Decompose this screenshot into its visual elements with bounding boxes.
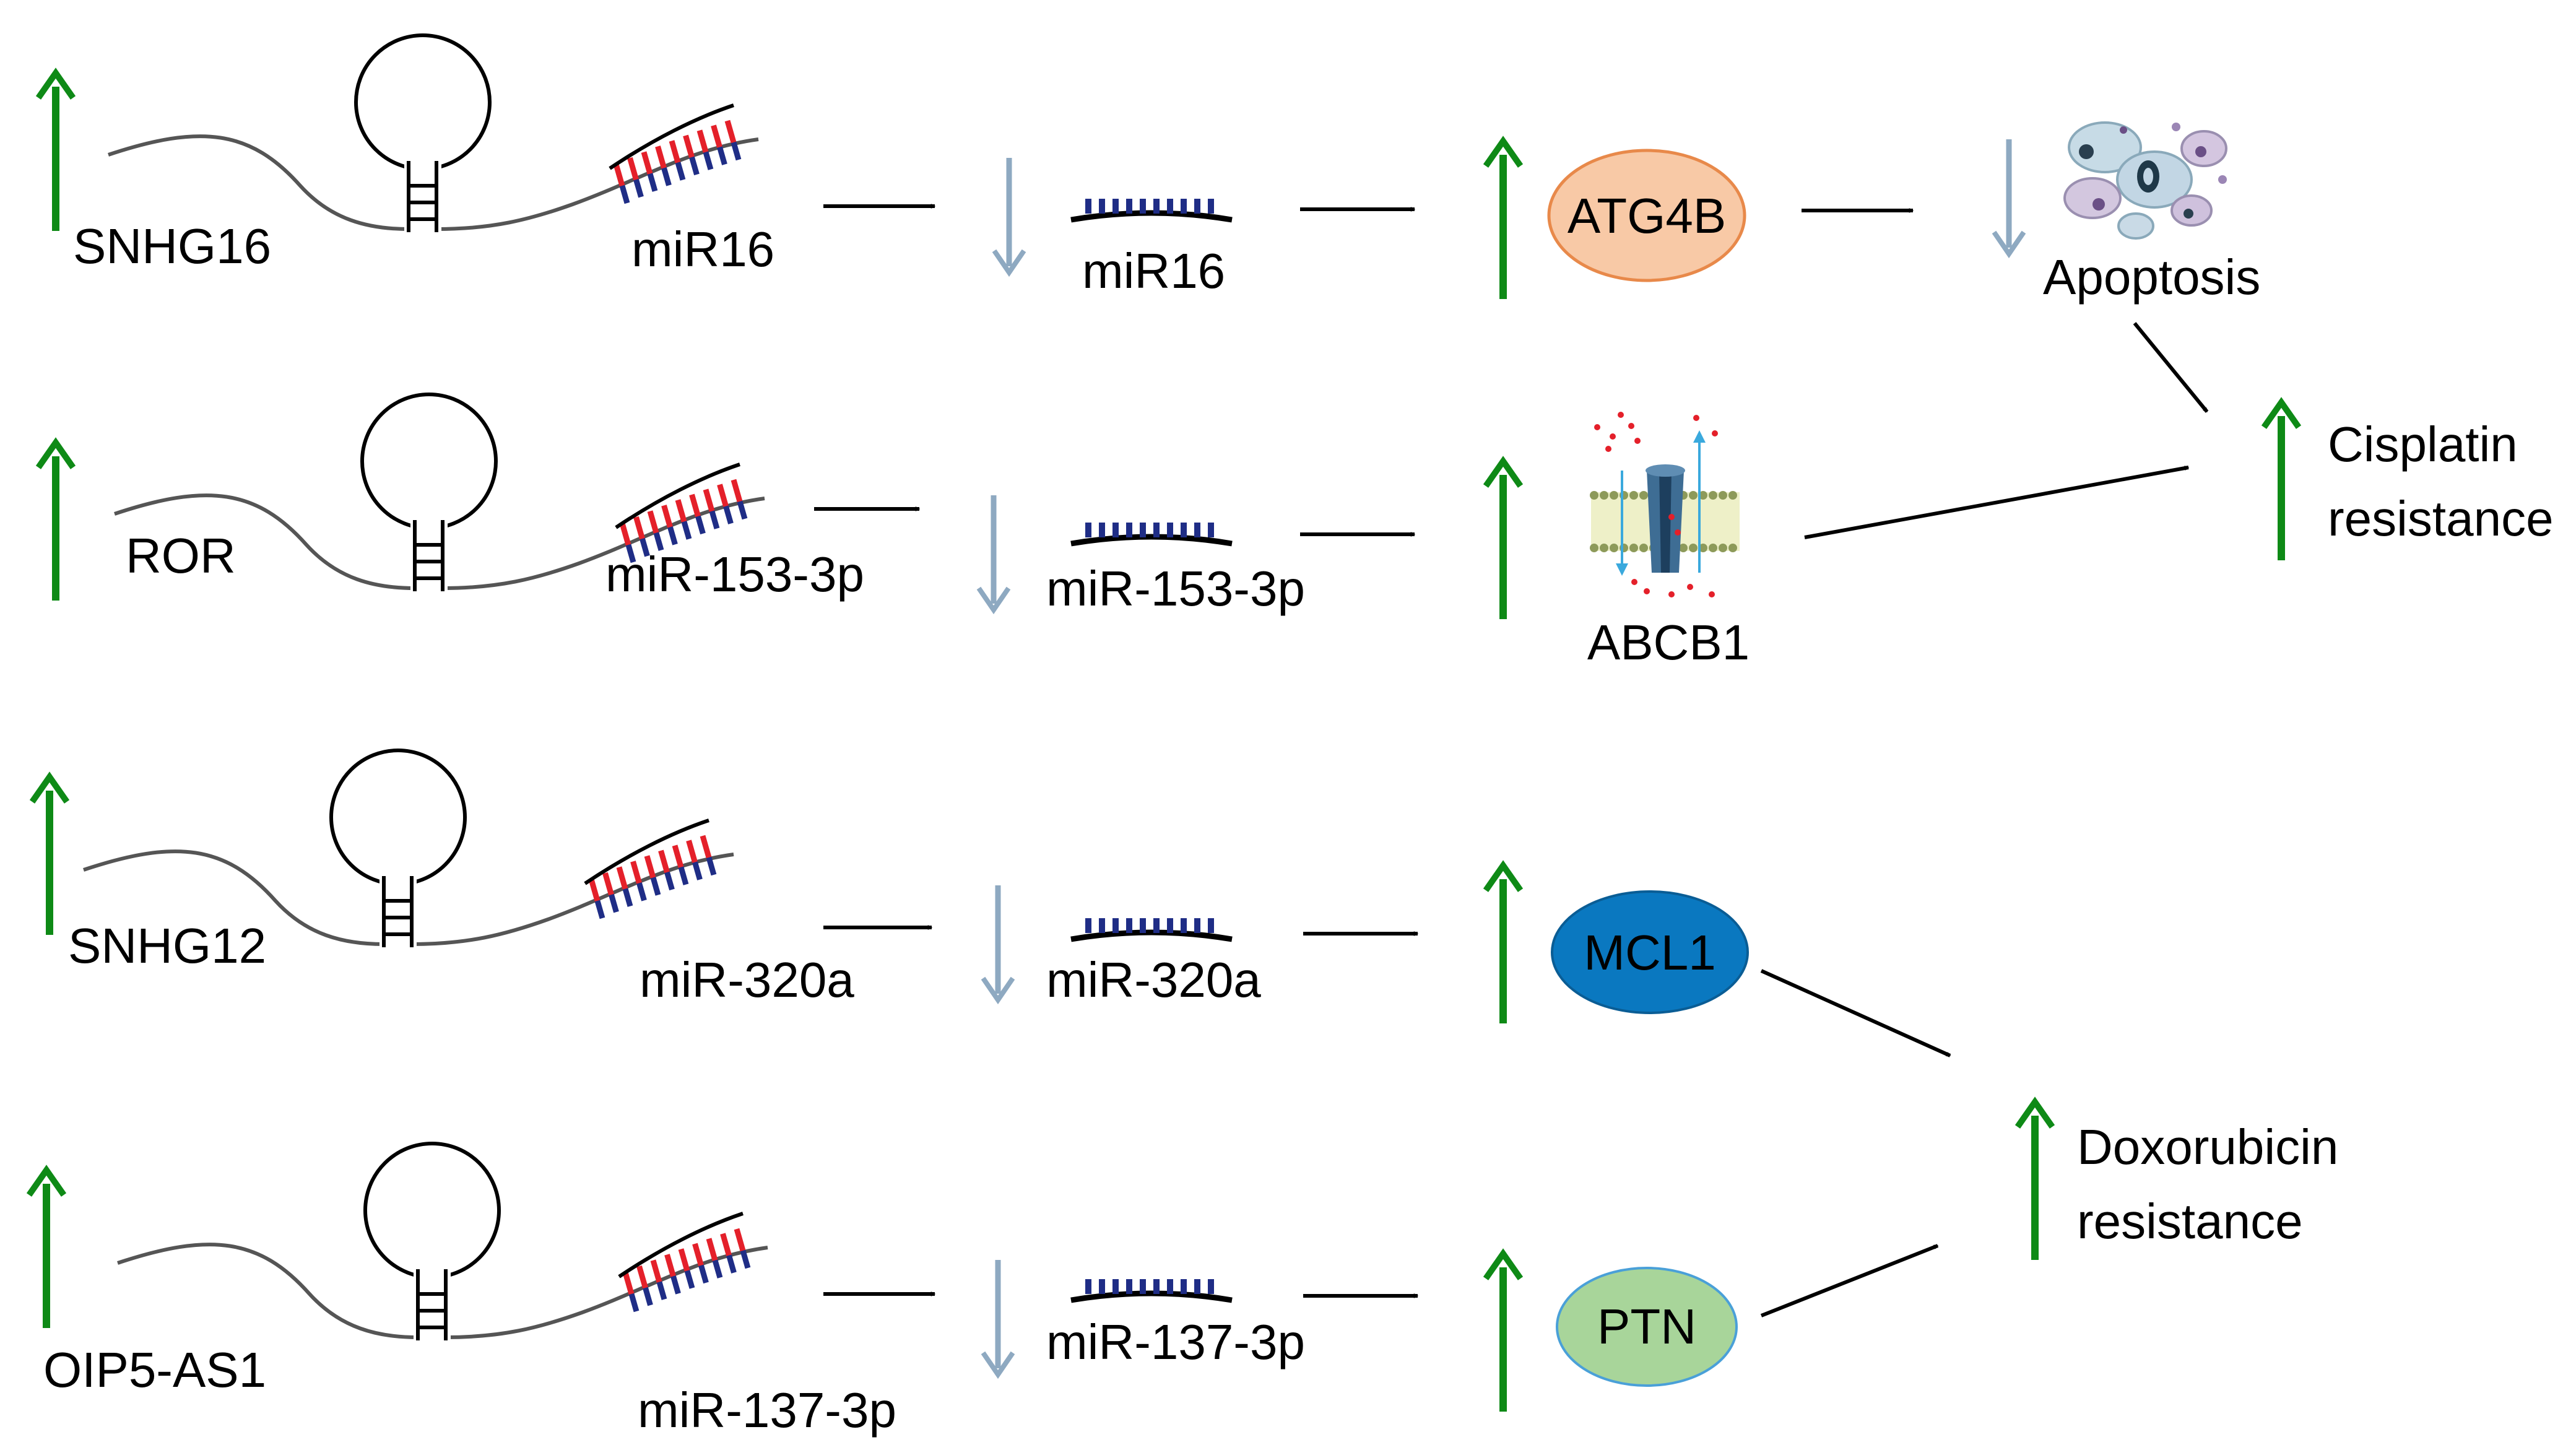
lncrna-hairpin-icon xyxy=(114,393,765,594)
lncrna-label: SNHG12 xyxy=(68,918,266,973)
up-arrow-icon xyxy=(26,1165,67,1328)
flow-arrow xyxy=(2133,322,2209,413)
bound-mirna-label: miR-320a xyxy=(640,952,854,1007)
down-arrow-icon xyxy=(981,1260,1015,1379)
doxorubicin-resistance-label: resistance xyxy=(2077,1194,2303,1249)
bound-mirna-label: miR-153-3p xyxy=(605,547,864,602)
up-arrow-icon xyxy=(1483,860,1524,1023)
pathway-row-oip5-as1: OIP5-AS1 miR-137-3p miR-137-3p PTN xyxy=(26,1142,1938,1438)
cisplatin-label: Cisplatin xyxy=(2328,417,2518,472)
ptn-ellipse xyxy=(1556,1267,1738,1387)
apoptosis-node: Apoptosis xyxy=(1992,121,2260,413)
pathway-row-ror: ROR miR-153-3p miR-153-3p ABCB1 xyxy=(35,393,2188,670)
target-label: ABCB1 xyxy=(1587,615,1750,670)
up-arrow-icon xyxy=(2014,1096,2055,1260)
lncrna-hairpin-icon xyxy=(83,749,734,950)
free-mirna-label: miR16 xyxy=(1082,243,1225,298)
doxorubicin-resistance-node: Doxorubicin resistance xyxy=(2014,1096,2338,1260)
pathway-row-snhg12: SNHG12 miR-320a miR-320a MCL1 xyxy=(29,749,1950,1057)
pathway-row-snhg16: SNHG16 miR16 miR16 ATG4B xyxy=(35,33,1913,299)
atg4b-ellipse xyxy=(1547,149,1746,282)
bound-mirna-label: miR-137-3p xyxy=(638,1383,896,1438)
doxorubicin-label: Doxorubicin xyxy=(2077,1119,2338,1174)
up-arrow-icon xyxy=(2261,397,2302,560)
flow-arrow xyxy=(1760,1244,1938,1318)
mcl1-ellipse xyxy=(1551,890,1749,1014)
up-arrow-icon xyxy=(1483,1248,1524,1412)
down-arrow-icon xyxy=(992,158,1026,277)
free-mirna-icon xyxy=(1070,1279,1233,1303)
lncrna-label: ROR xyxy=(126,528,236,583)
bound-mirna-label: miR16 xyxy=(631,222,774,277)
free-mirna-label: miR-137-3p xyxy=(1046,1314,1305,1370)
lncrna-label: SNHG16 xyxy=(73,219,271,274)
apoptosis-label: Apoptosis xyxy=(2043,250,2260,305)
cisplatin-resistance-node: Cisplatin resistance xyxy=(2261,397,2554,560)
up-arrow-icon xyxy=(29,771,70,935)
flow-arrow xyxy=(1760,969,1950,1057)
free-mirna-icon xyxy=(1070,199,1233,223)
free-mirna-icon xyxy=(1070,918,1233,942)
free-mirna-icon xyxy=(1070,523,1233,547)
down-arrow-icon xyxy=(1992,139,2026,259)
lncrna-label: OIP5-AS1 xyxy=(43,1342,266,1397)
membrane-transporter-icon xyxy=(1590,412,1740,597)
up-arrow-icon xyxy=(1483,136,1524,299)
free-mirna-label: miR-153-3p xyxy=(1046,561,1305,616)
down-arrow-icon xyxy=(981,885,1015,1005)
free-mirna-label: miR-320a xyxy=(1046,952,1261,1007)
apoptotic-cells-icon xyxy=(2063,121,2227,240)
lncrna-hairpin-icon xyxy=(108,33,759,235)
target-label: PTN xyxy=(1597,1299,1696,1354)
down-arrow-icon xyxy=(976,495,1011,615)
cisplatin-resistance-label: resistance xyxy=(2328,491,2554,546)
target-label: MCL1 xyxy=(1584,925,1715,980)
flow-arrow xyxy=(1804,466,2188,539)
target-label: ATG4B xyxy=(1568,188,1726,243)
up-arrow-icon xyxy=(1483,456,1524,619)
lncrna-hairpin-icon xyxy=(117,1142,768,1344)
up-arrow-icon xyxy=(35,67,76,231)
up-arrow-icon xyxy=(35,437,76,601)
